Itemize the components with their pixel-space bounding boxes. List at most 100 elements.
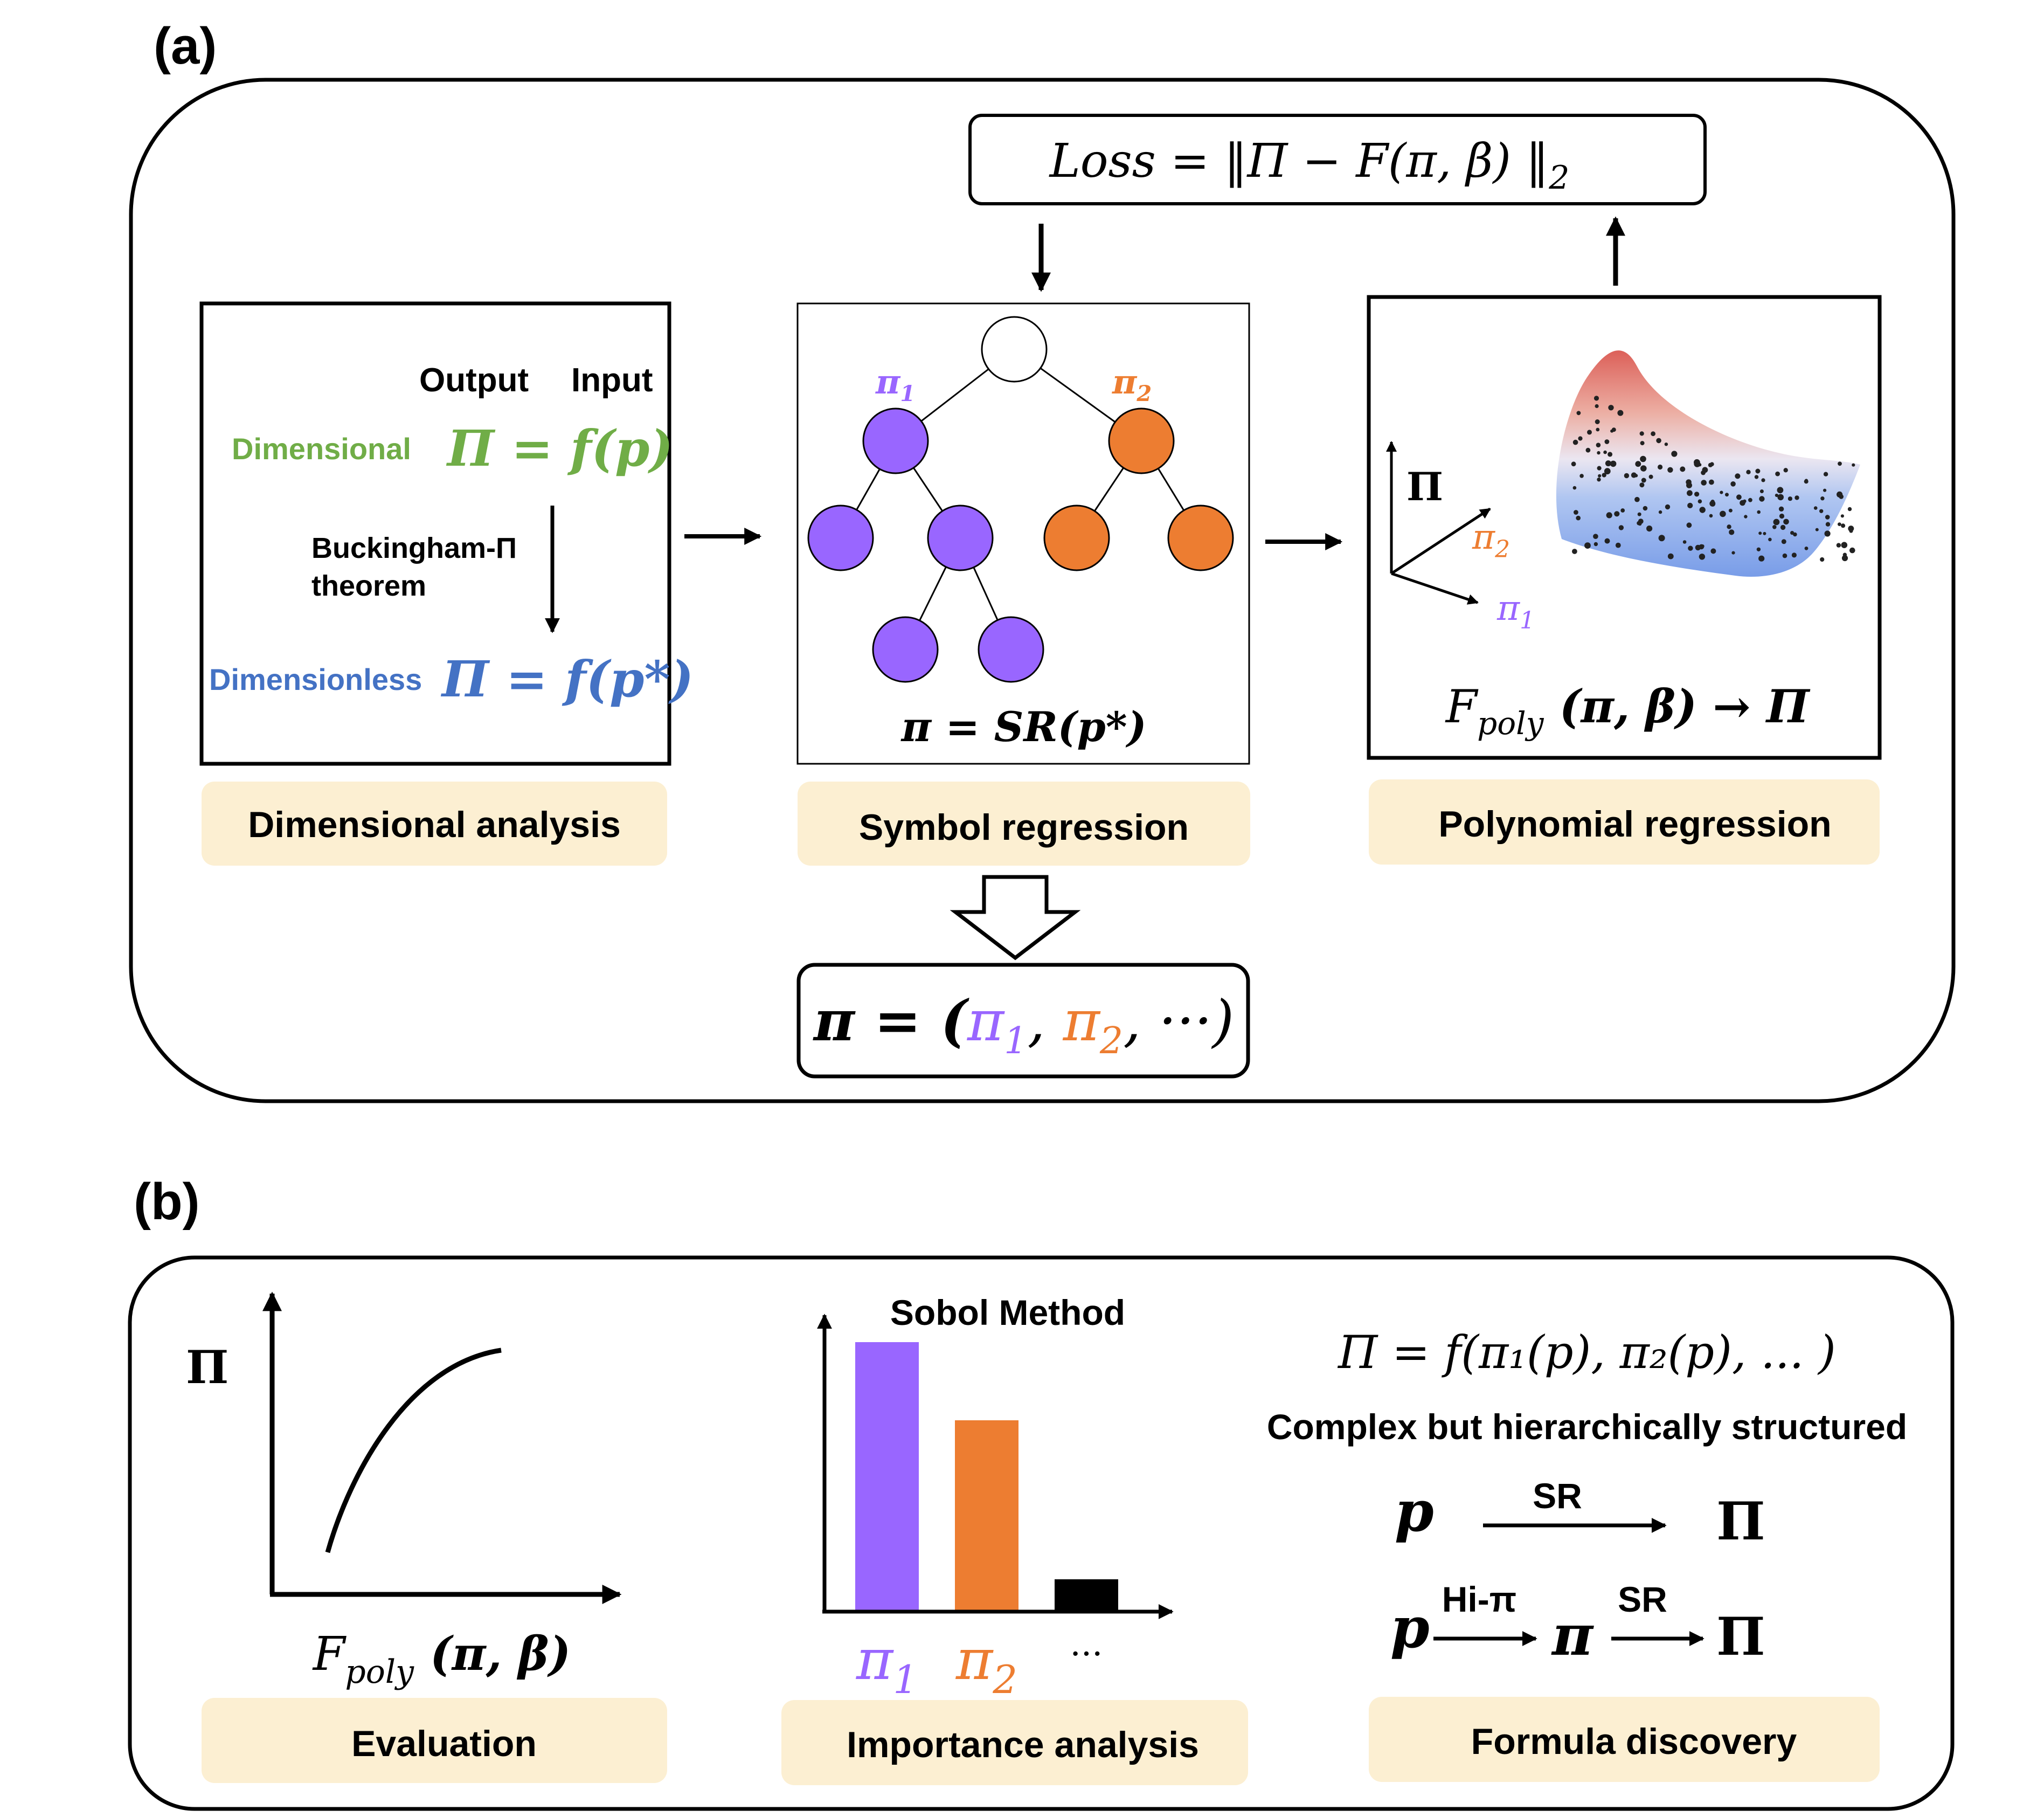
symbol-regression-box: π1 π2 π = SR(p*) (796, 302, 1250, 765)
scatter-point (1635, 462, 1640, 467)
scatter-point (1783, 519, 1789, 525)
scatter-point (1840, 514, 1844, 518)
input-header: Input (571, 362, 653, 399)
scatter-point (1598, 474, 1602, 478)
scatter-point (1587, 430, 1592, 435)
scatter-point (1708, 462, 1713, 467)
scatter-point (1710, 548, 1716, 554)
scatter-point (1614, 511, 1620, 517)
scatter-point (1773, 519, 1780, 526)
scatter-point (1597, 478, 1601, 482)
scatter-point (1641, 478, 1646, 483)
importance-caption: Importance analysis (847, 1724, 1199, 1765)
scatter-point (1709, 514, 1713, 518)
scatter-point (1597, 466, 1602, 471)
scatter-point (1820, 557, 1825, 562)
panel-b-frame (128, 1255, 1955, 1811)
loss-equation: Loss = ‖Π − F(π, β) ‖2 (1049, 134, 1570, 197)
scatter-point (1842, 552, 1847, 557)
row2-mid: π (1551, 1602, 1594, 1668)
symbol-regression-caption: Symbol regression (859, 807, 1189, 848)
output-header: Output (419, 362, 529, 399)
row2-from: p (1390, 1594, 1430, 1661)
scatter-point (1768, 537, 1772, 542)
scatter-point (1819, 509, 1824, 513)
scatter-point (1823, 472, 1828, 476)
scatter-point (1754, 475, 1759, 479)
scatter-point (1606, 512, 1612, 519)
scatter-point (1639, 431, 1644, 436)
scatter-point (1694, 492, 1700, 497)
scatter-point (1725, 493, 1729, 497)
scatter-point (1637, 512, 1641, 516)
symbol-regression-caption-bg (798, 782, 1250, 866)
scatter-point (1578, 436, 1583, 441)
scatter-point (1709, 479, 1714, 485)
scatter-point (1574, 510, 1578, 515)
scatter-point (1667, 467, 1673, 473)
scatter-point (1615, 542, 1621, 548)
loss-box: Loss = ‖Π − F(π, β) ‖2 (968, 114, 1707, 205)
expression-tree-icon (807, 316, 1234, 683)
scatter-point (1728, 508, 1733, 513)
pi-vector-box: π = (π1, π2, ···) (796, 963, 1250, 1079)
importance-bar-3 (1055, 1579, 1118, 1612)
scatter-point (1680, 466, 1686, 472)
scatter-point (1730, 481, 1736, 487)
scatter-point (1791, 552, 1797, 558)
scatter-point (1781, 539, 1786, 544)
sobol-title: Sobol Method (890, 1293, 1125, 1332)
scatter-point (1620, 508, 1625, 513)
evaluation-caption-bg (202, 1698, 667, 1783)
scatter-point (1748, 498, 1752, 502)
scatter-point (1640, 441, 1645, 446)
polynomial-regression-caption: Polynomial regression (1438, 804, 1831, 845)
polynomial-regression-caption-bg (1369, 779, 1880, 865)
scatter-point (1804, 479, 1809, 484)
scatter-point (1720, 510, 1726, 517)
scatter-point (1736, 494, 1742, 500)
pi-vector-equation: π = (π1, π2, ···) (813, 987, 1234, 1062)
dimensionless-equation: Π = f(p*) (440, 650, 694, 708)
scatter-point (1758, 555, 1765, 562)
scatter-point (1794, 495, 1799, 500)
scatter-point (1656, 438, 1661, 444)
scatter-point (1682, 540, 1687, 544)
scatter-point (1648, 474, 1653, 479)
scatter-point (1640, 455, 1646, 462)
scatter-point (1841, 542, 1848, 548)
scatter-point (1646, 526, 1653, 532)
theorem-line2: theorem (311, 570, 426, 602)
scatter-point (1761, 478, 1765, 482)
importance-bar-label-2: π2 (955, 1627, 1017, 1702)
scatter-point (1847, 507, 1852, 512)
scatter-point (1849, 529, 1853, 533)
scatter-point (1783, 468, 1788, 473)
scatter-point (1775, 471, 1780, 476)
scatter-point (1787, 496, 1792, 501)
tree-pi2-label: π2 (1112, 362, 1152, 406)
scatter-point (1813, 506, 1818, 510)
row2-to: Π (1716, 1606, 1765, 1667)
row1-arrow-label: SR (1533, 1476, 1582, 1516)
importance-caption-bg (781, 1700, 1248, 1785)
scatter-point (1597, 451, 1600, 455)
scatter-point (1658, 510, 1662, 514)
scatter-point (1596, 443, 1601, 447)
formula-caption: Formula discovery (1471, 1721, 1797, 1762)
scatter-point (1775, 493, 1778, 498)
dimensional-label: Dimensional (232, 432, 411, 466)
tree-pi1-label: π1 (875, 362, 915, 406)
dimensional-analysis-box: Output Input Dimensional Π = f(p) Buckin… (199, 301, 694, 766)
scatter-point (1825, 522, 1831, 527)
scatter-point (1735, 473, 1741, 479)
scatter-point (1823, 488, 1827, 492)
scatter-point (1757, 510, 1761, 514)
scatter-point (1772, 525, 1777, 529)
scatter-point (1639, 482, 1645, 488)
scatter-point (1664, 443, 1668, 446)
scatter-point (1782, 553, 1787, 558)
scatter-point (1593, 534, 1598, 539)
